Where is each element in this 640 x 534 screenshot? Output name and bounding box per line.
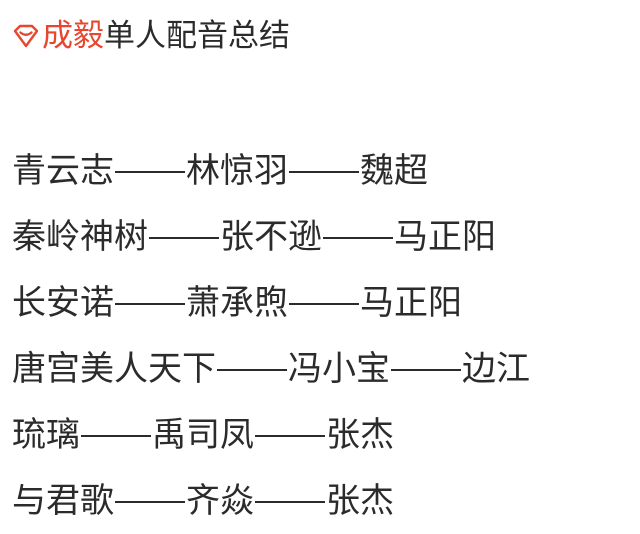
- dash-separator: [115, 147, 185, 195]
- dash-separator: [289, 279, 359, 327]
- dash-separator: [217, 345, 287, 393]
- drama-title: 秦岭神树: [12, 217, 148, 257]
- dash-separator: [391, 345, 461, 393]
- dash-separator: [81, 411, 151, 459]
- role-name: 萧承煦: [186, 283, 288, 323]
- list-item: 唐宫美人天下 冯小宝 边江: [12, 336, 530, 402]
- dash-separator: [149, 213, 219, 261]
- list-item: 青云志 林惊羽 魏超: [12, 138, 530, 204]
- diamond-heart-icon: [13, 24, 39, 48]
- brand-name: 成毅: [42, 18, 104, 54]
- role-name: 林惊羽: [186, 151, 288, 191]
- role-name: 冯小宝: [288, 349, 390, 389]
- voice-actor: 马正阳: [360, 283, 462, 323]
- voice-actor: 张杰: [326, 481, 394, 521]
- dash-separator: [255, 477, 325, 525]
- page-header: 成毅 单人配音总结: [12, 16, 290, 56]
- drama-title: 琉璃: [12, 415, 80, 455]
- list-item: 秦岭神树 张不逊 马正阳: [12, 204, 530, 270]
- drama-title: 与君歌: [12, 481, 114, 521]
- list-item: 琉璃 禹司凤 张杰: [12, 402, 530, 468]
- dash-separator: [115, 279, 185, 327]
- role-name: 禹司凤: [152, 415, 254, 455]
- list-item: 长安诺 萧承煦 马正阳: [12, 270, 530, 336]
- voice-actor: 边江: [462, 349, 530, 389]
- page-title: 单人配音总结: [104, 18, 290, 54]
- dash-separator: [323, 213, 393, 261]
- drama-title: 青云志: [12, 151, 114, 191]
- drama-title: 唐宫美人天下: [12, 349, 216, 389]
- dubbing-list: 青云志 林惊羽 魏超 秦岭神树 张不逊 马正阳 长安诺 萧承煦 马正阳 唐宫美人…: [12, 138, 530, 534]
- dash-separator: [255, 411, 325, 459]
- dash-separator: [289, 147, 359, 195]
- drama-title: 长安诺: [12, 283, 114, 323]
- role-name: 齐焱: [186, 481, 254, 521]
- voice-actor: 马正阳: [394, 217, 496, 257]
- voice-actor: 魏超: [360, 151, 428, 191]
- dash-separator: [115, 477, 185, 525]
- voice-actor: 张杰: [326, 415, 394, 455]
- list-item: 与君歌 齐焱 张杰: [12, 468, 530, 534]
- role-name: 张不逊: [220, 217, 322, 257]
